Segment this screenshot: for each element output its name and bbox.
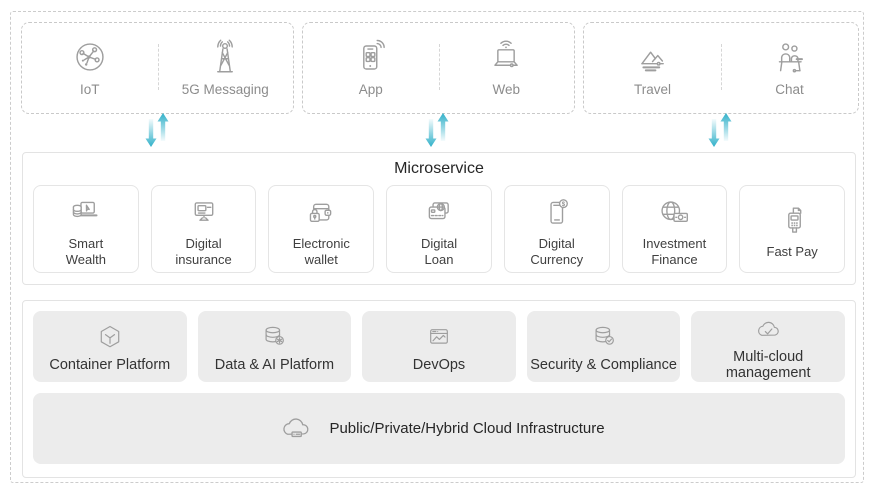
pos-terminal-icon (788, 207, 802, 233)
cloud-infrastructure-bar: Public/Private/Hybrid Cloud Infrastructu… (33, 393, 845, 464)
platform-card-container: Container Platform (33, 311, 187, 382)
channel-app: App (303, 23, 439, 113)
platform-section: Container Platform Data & AI Platform (22, 300, 856, 478)
channel-label: App (358, 82, 383, 97)
channel-group-travel-chat: Travel Chat (583, 22, 859, 114)
platform-card-security: Security & Compliance (526, 311, 681, 382)
channel-iot: IoT (22, 23, 158, 113)
phone-dollar-icon: $ (550, 198, 568, 224)
channel-label: Web (492, 82, 520, 97)
sync-arrows-icon (145, 113, 169, 147)
divider (157, 44, 159, 90)
platform-label: Container Platform (49, 357, 171, 374)
channel-chat: Chat (721, 23, 858, 113)
platform-label: Security & Compliance (530, 357, 677, 374)
platform-label: DevOps (412, 357, 466, 374)
smartphone-icon (362, 39, 385, 70)
platform-card-devops: DevOps (362, 311, 516, 382)
channel-5g-messaging: 5G Messaging (158, 23, 294, 113)
cloud-check-icon (758, 321, 779, 336)
svg-text:$: $ (561, 201, 565, 207)
window-chart-icon (430, 329, 448, 344)
service-card-fast-pay: Fast Pay (739, 185, 846, 273)
iot-icon (76, 43, 104, 71)
database-asterisk-icon (265, 326, 285, 345)
platform-card-row: Container Platform Data & AI Platform (33, 311, 845, 382)
monitor-card-icon (194, 201, 213, 221)
wallet-lock-icon (310, 203, 332, 222)
platform-card-data-ai: Data & AI Platform (197, 311, 352, 382)
mountains-icon (640, 51, 664, 72)
service-label: Fast Pay (766, 243, 818, 259)
outer-dashed-frame (10, 11, 864, 483)
channel-travel: Travel (584, 23, 721, 113)
channel-web: Web (439, 23, 575, 113)
hexagon-container-icon (100, 326, 120, 348)
globe-banknote-icon (661, 200, 689, 222)
channel-label: Travel (633, 82, 671, 97)
sync-arrows-icon (425, 113, 449, 147)
channel-label: 5G Messaging (181, 82, 269, 97)
divider (721, 44, 722, 90)
divider (438, 44, 440, 90)
channel-group-app-web: App Web (302, 22, 575, 114)
service-desk-icon (778, 43, 803, 73)
channel-label: Chat (775, 82, 804, 97)
bank-cards-icon (428, 201, 449, 219)
laptop-coins-icon (72, 201, 98, 217)
channel-label: IoT (79, 82, 100, 97)
database-check-icon (595, 326, 614, 345)
laptop-wifi-icon (494, 40, 518, 68)
channel-group-iot-5g: IoT 5G Messaging (21, 22, 294, 114)
platform-label: Data & AI Platform (214, 357, 335, 374)
signal-tower-icon (217, 39, 234, 73)
cloud-server-icon (283, 417, 309, 437)
sync-arrows-icon (708, 113, 732, 147)
microservice-title: Microservice (394, 160, 484, 177)
infrastructure-label: Public/Private/Hybrid Cloud Infrastructu… (329, 420, 605, 437)
